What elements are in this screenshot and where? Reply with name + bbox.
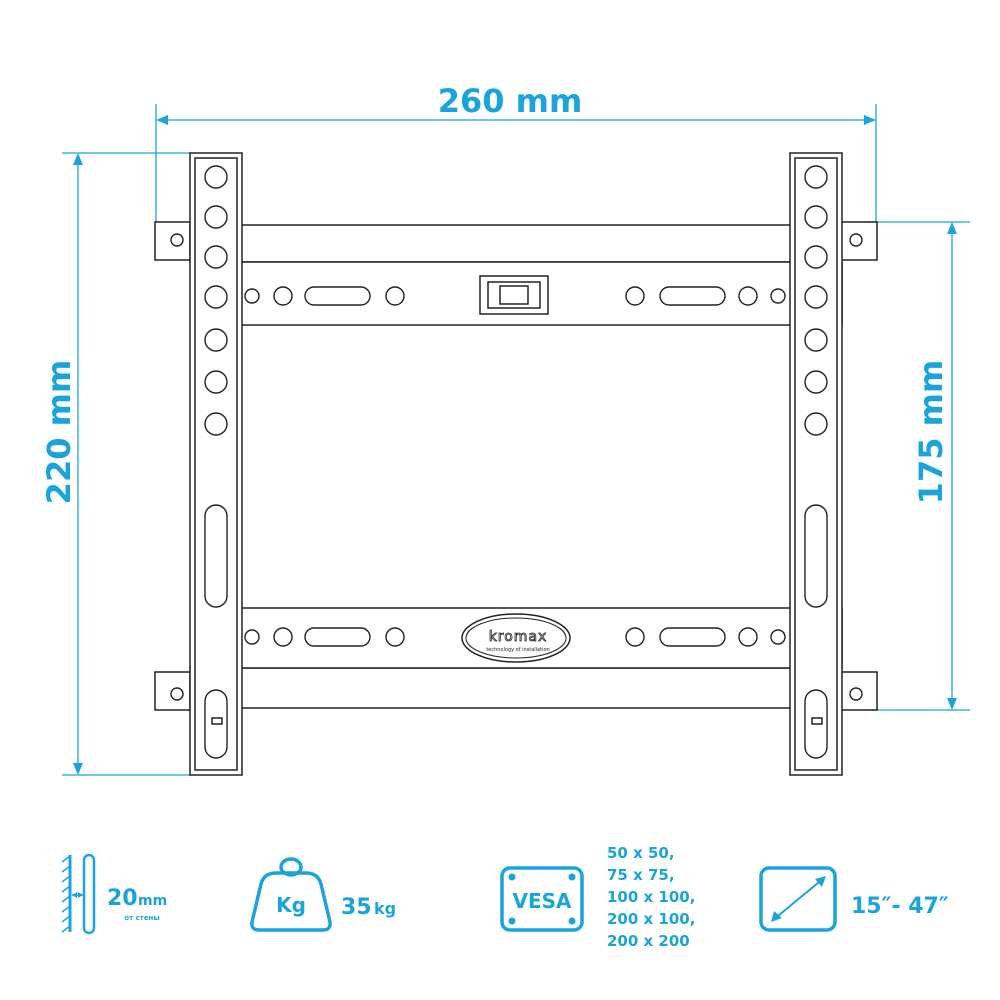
vesa-size-item: 75 x 75,: [607, 866, 675, 884]
vesa-icon: [500, 866, 584, 932]
weight-unit: kg: [374, 899, 396, 918]
weight-value: 35: [341, 895, 372, 920]
vesa-sizes-list: 50 x 50, 75 x 75, 100 x 100, 200 x 100, …: [607, 844, 695, 950]
dimension-lines: [62, 104, 970, 776]
height-dimension-label: 220 mm: [40, 360, 78, 505]
cross-bars: [191, 261, 843, 669]
left-vertical-arm: [189, 152, 243, 776]
wall-distance-unit: mm: [138, 893, 167, 909]
screen-size-label: 15″- 47″: [851, 894, 949, 919]
wall-plate-top-rail: [189, 224, 841, 263]
right-vertical-arm: [789, 152, 843, 776]
weight-icon-label: Kg: [276, 893, 306, 917]
wall-distance-note: от стены: [124, 914, 159, 922]
wall-screw-hole: [170, 687, 184, 701]
wall-plate: [154, 221, 878, 711]
vesa-size-item: 200 x 100,: [607, 910, 695, 928]
logo-brand-text: kromax: [489, 629, 548, 645]
vesa-size-item: 100 x 100,: [607, 888, 695, 906]
width-dimension-label: 260 mm: [438, 82, 583, 120]
weight-icon: [250, 857, 332, 932]
wall-screw-hole: [170, 233, 184, 247]
wall-distance-value: 20: [107, 886, 138, 911]
wall-distance-icon: [61, 853, 96, 935]
logo-tagline-text: technology of installation: [486, 647, 549, 653]
wall-screw-hole: [849, 233, 863, 247]
wall-screw-hole: [849, 687, 863, 701]
vesa-size-item: 50 x 50,: [607, 844, 675, 862]
vesa-icon-label: VESA: [512, 889, 572, 913]
kromax-logo: kromax technology of installation: [461, 613, 571, 663]
vesa-size-item: 200 x 200: [607, 932, 690, 950]
wall-plate-bottom-rail: [189, 667, 841, 709]
screen-size-icon: [759, 866, 837, 932]
hole-spacing-dimension-label: 175 mm: [912, 360, 950, 505]
